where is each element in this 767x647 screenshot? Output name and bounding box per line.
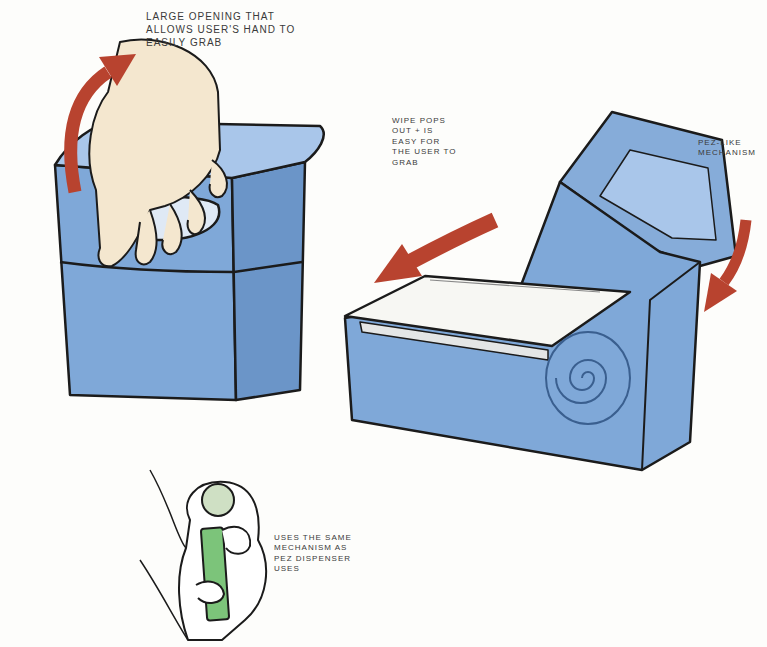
grabbing-hand [89, 39, 227, 266]
arrow-shaft [410, 220, 495, 262]
annotation-note: LARGE OPENING THAT ALLOWS USER'S HAND TO… [146, 10, 296, 49]
box-body [345, 182, 700, 470]
arrow-head [99, 54, 136, 86]
hand-thumb [222, 527, 250, 554]
wipe-fold [430, 280, 600, 292]
wipe-roll [546, 332, 630, 424]
annotation-note: USES THE SAME MECHANISM AS PEZ DISPENSER… [274, 533, 362, 575]
annotation-note: WIPE POPS OUT + IS EASY FOR THE USER TO … [392, 116, 458, 168]
open-dispenser [345, 112, 736, 470]
box-edge [642, 262, 700, 470]
wrist-line [150, 470, 186, 548]
hand-finger [136, 210, 157, 264]
hand-finger [162, 204, 181, 254]
arrow-shaft [724, 220, 746, 282]
mechanism-arrow [704, 220, 746, 312]
hand-thumb [210, 160, 227, 197]
pez-hand [140, 470, 266, 640]
lid-seam [60, 262, 302, 272]
hand-finger [188, 190, 205, 234]
hand-fist [179, 482, 266, 640]
wrist-line [140, 560, 188, 640]
arrow-shaft [71, 72, 108, 192]
lift-arrow [71, 54, 136, 192]
hand-finger [196, 582, 224, 603]
wipe-edge [360, 322, 548, 360]
arrow-head [704, 273, 737, 312]
roll-outline [546, 332, 630, 424]
roll-spiral [556, 360, 606, 403]
pop-out-arrow [374, 220, 495, 283]
annotation-note: PEZ-LIKE MECHANISM [698, 138, 766, 159]
arrow-head [374, 244, 422, 283]
pez-dispenser-head [202, 484, 234, 516]
box-side-face [232, 162, 305, 400]
